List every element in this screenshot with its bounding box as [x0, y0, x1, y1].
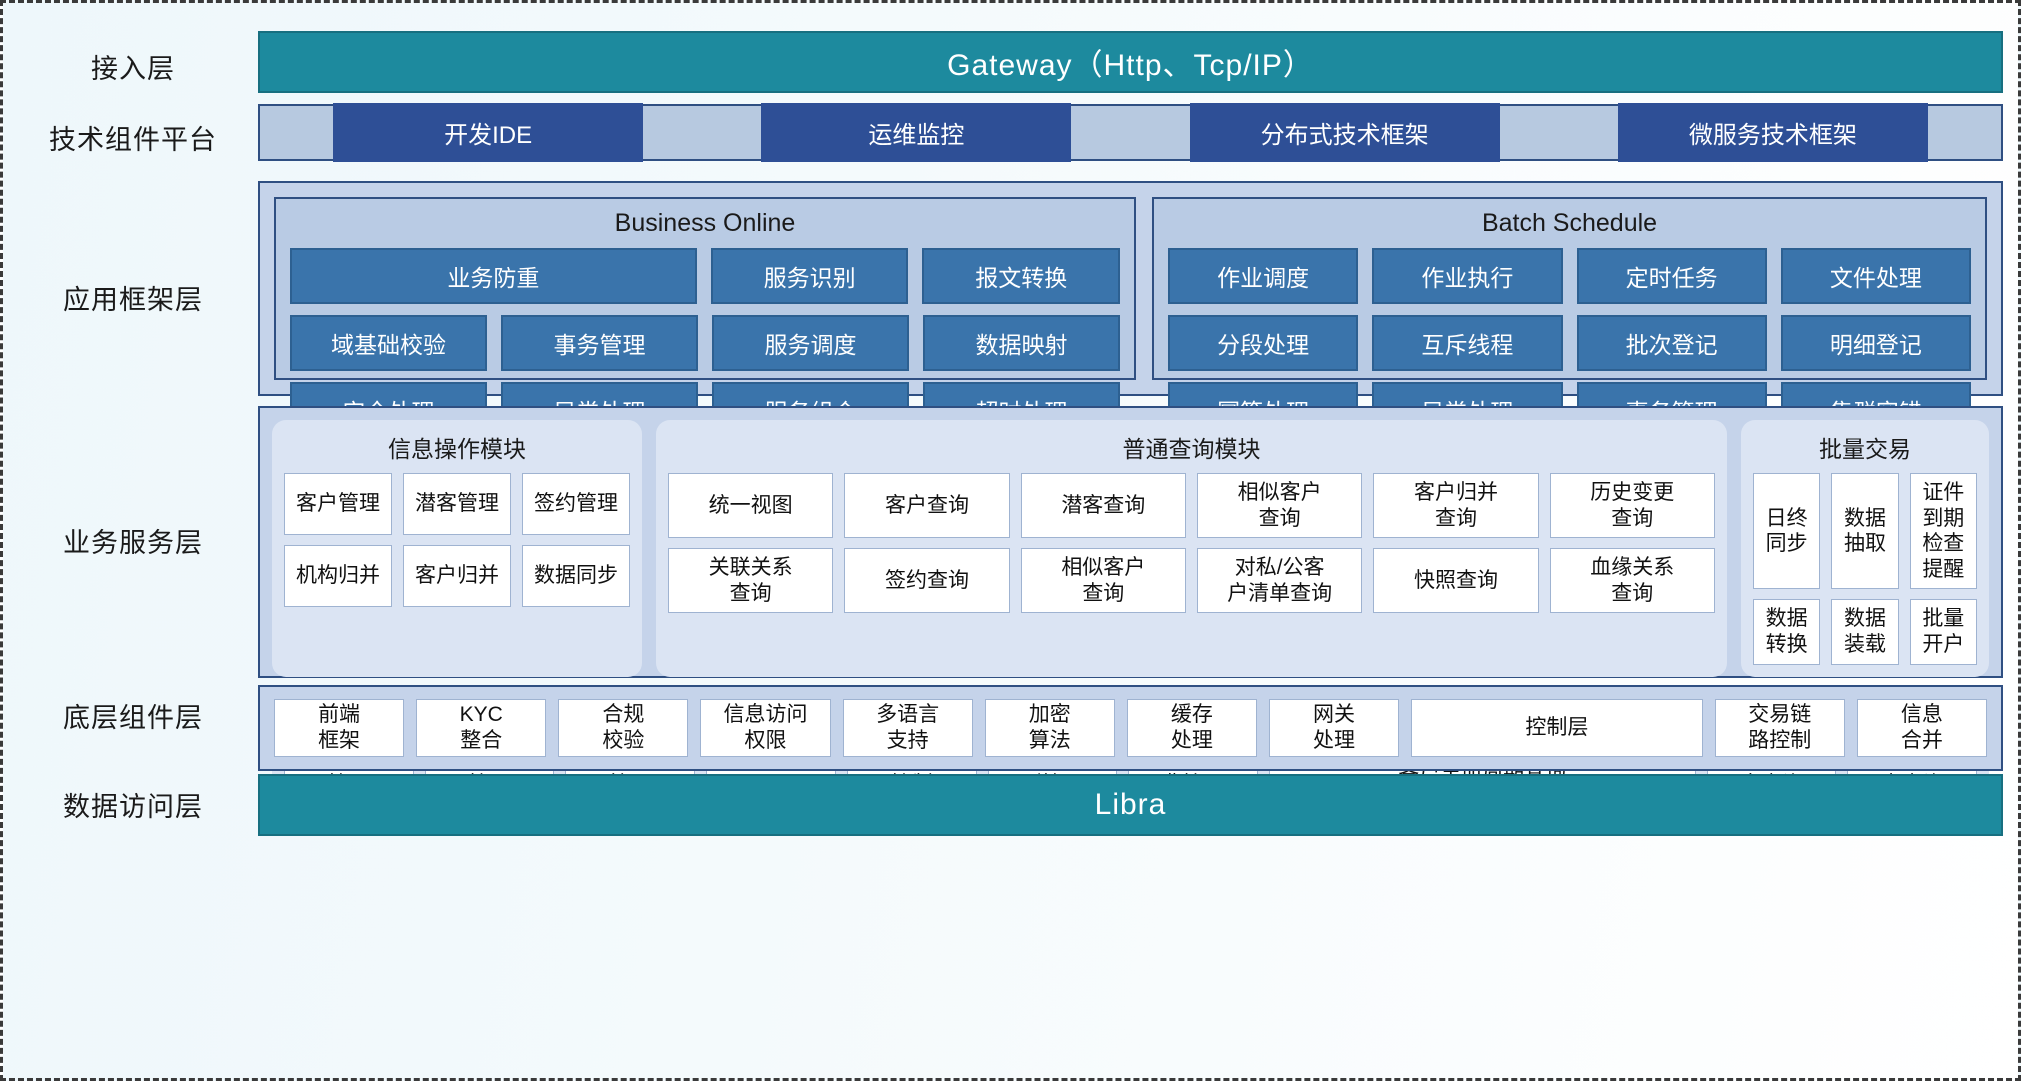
business-service-top-row: 信息操作模块 客户管理 潜客管理 签约管理 机构归并 客户归并 数据同步: [272, 420, 1989, 677]
cell-encryption-algorithm[interactable]: 加密 算法: [984, 699, 1115, 757]
query-module-title: 普通查询模块: [1122, 436, 1261, 462]
layer-label-bottom-comp: 底层组件层: [63, 703, 203, 733]
batch-tx-row-2: 数据 转换 数据 装载 批量 开户: [1753, 599, 1977, 665]
cell-customer-query[interactable]: 客户查询: [844, 473, 1010, 539]
query-module-row-2: 关联关系 查询 签约查询 相似客户 查询 对私/公客 户清单查询 快照查询 血缘…: [668, 548, 1715, 614]
cell-unified-view[interactable]: 统一视图: [668, 473, 834, 539]
tech-chip-row: 开发IDE 运维监控 分布式技术框架 微服务技术框架: [260, 103, 2001, 162]
cell-similar-customer-query-2[interactable]: 相似客户 查询: [1020, 548, 1186, 614]
layer-label-tech-platform: 技术组件平台: [49, 125, 217, 155]
batch-schedule-title: Batch Schedule: [1481, 209, 1658, 237]
cell-contract-query[interactable]: 签约查询: [844, 548, 1010, 614]
layer-label-access: 接入层: [91, 54, 175, 84]
cell-relation-query[interactable]: 关联关系 查询: [668, 548, 834, 614]
cell-customer-merge[interactable]: 客户归并: [403, 545, 511, 607]
cell-contract-mgmt[interactable]: 签约管理: [522, 473, 630, 535]
layer-label-app-framework: 应用框架层: [63, 285, 203, 315]
batch-tx-title: 批量交易: [1819, 436, 1911, 462]
tech-chip-microservice[interactable]: 微服务技术框架: [1617, 103, 1928, 162]
batch-schedule-group: Batch Schedule 作业调度 作业执行 定时任务 文件处理 分段处理 …: [1152, 197, 1987, 438]
layer-label-business: 业务服务层: [63, 528, 203, 558]
gateway-label: Gateway（Http、Tcp/IP）: [947, 49, 1314, 82]
af-chip-job-schedule[interactable]: 作业调度: [1168, 248, 1359, 304]
business-online-title: Business Online: [614, 209, 796, 237]
cell-data-sync[interactable]: 数据同步: [522, 545, 630, 607]
cell-data-transform[interactable]: 数据 转换: [1753, 599, 1821, 665]
cell-compliance-check[interactable]: 合规 校验: [558, 699, 689, 757]
cell-info-merge[interactable]: 信息 合并: [1856, 699, 1987, 757]
cell-org-merge[interactable]: 机构归并: [284, 545, 392, 607]
cell-batch-open-account[interactable]: 批量 开户: [1909, 599, 1977, 665]
af-chip-domain-validate[interactable]: 域基础校验: [290, 315, 487, 371]
batch-transaction-module: 批量交易 日终 同步 数据 抽取 证件到期 检查提醒 数据 转换 数据 装载 批…: [1741, 420, 1989, 677]
cell-history-change-query[interactable]: 历史变更 查询: [1549, 473, 1715, 539]
cell-snapshot-query[interactable]: 快照查询: [1373, 548, 1539, 614]
business-online-group: Business Online 业务防重 服务识别 报文转换 域基础校验 事务管…: [274, 197, 1136, 438]
cell-control-layer[interactable]: 控制层: [1411, 699, 1703, 757]
business-online-row-2: 域基础校验 事务管理 服务调度 数据映射: [290, 315, 1120, 371]
tech-chip-distributed[interactable]: 分布式技术框架: [1189, 103, 1500, 162]
af-chip-business-dedup[interactable]: 业务防重: [290, 248, 697, 304]
tech-platform-band: 开发IDE 运维监控 分布式技术框架 微服务技术框架: [258, 103, 2003, 162]
cell-kyc-integration[interactable]: KYC 整合: [416, 699, 547, 757]
cell-private-corporate-list-query[interactable]: 对私/公客 户清单查询: [1196, 548, 1363, 614]
info-module-rows: 客户管理 潜客管理 签约管理 机构归并 客户归并 数据同步: [284, 473, 630, 607]
cell-cache-processing[interactable]: 缓存 处理: [1126, 699, 1257, 757]
tech-chip-ops[interactable]: 运维监控: [761, 103, 1072, 162]
tech-chip-ide[interactable]: 开发IDE: [333, 103, 644, 162]
af-chip-service-schedule[interactable]: 服务调度: [712, 315, 909, 371]
cell-eod-sync[interactable]: 日终 同步: [1753, 473, 1821, 590]
common-query-module: 普通查询模块 统一视图 客户查询 潜客查询 相似客户 查询 客户归并 查询 历史…: [656, 420, 1727, 677]
batch-tx-rows: 日终 同步 数据 抽取 证件到期 检查提醒 数据 转换 数据 装载 批量 开户: [1753, 473, 1977, 665]
af-chip-service-identify[interactable]: 服务识别: [710, 248, 909, 304]
query-module-row-1: 统一视图 客户查询 潜客查询 相似客户 查询 客户归并 查询 历史变更 查询: [668, 473, 1715, 539]
cell-lineage-query[interactable]: 血缘关系 查询: [1549, 548, 1715, 614]
query-module-rows: 统一视图 客户查询 潜客查询 相似客户 查询 客户归并 查询 历史变更 查询 关…: [668, 473, 1715, 614]
cell-similar-customer-query[interactable]: 相似客户 查询: [1196, 473, 1363, 539]
bottom-component-row: 前端 框架 KYC 整合 合规 校验 信息访问 权限 多语言 支持 加密 算法 …: [260, 687, 2001, 769]
gateway-banner: Gateway（Http、Tcp/IP）: [258, 31, 2003, 93]
af-chip-data-mapping[interactable]: 数据映射: [923, 315, 1120, 371]
af-chip-timed-task[interactable]: 定时任务: [1576, 248, 1767, 304]
batch-schedule-row-2: 分段处理 互斥线程 批次登记 明细登记: [1168, 315, 1971, 371]
data-access-banner: Libra: [258, 774, 2003, 836]
batch-schedule-row-1: 作业调度 作业执行 定时任务 文件处理: [1168, 248, 1971, 304]
cell-info-access-permission[interactable]: 信息访问 权限: [700, 699, 831, 757]
info-module-row-1: 客户管理 潜客管理 签约管理: [284, 473, 630, 535]
af-chip-transaction-mgmt[interactable]: 事务管理: [501, 315, 698, 371]
af-chip-segment-process[interactable]: 分段处理: [1168, 315, 1359, 371]
info-module-row-2: 机构归并 客户归并 数据同步: [284, 545, 630, 607]
cell-prospect-query[interactable]: 潜客查询: [1020, 473, 1186, 539]
libra-label: Libra: [1094, 788, 1167, 821]
cell-frontend-framework[interactable]: 前端 框架: [274, 699, 405, 757]
cell-data-load[interactable]: 数据 装载: [1831, 599, 1899, 665]
af-chip-detail-register[interactable]: 明细登记: [1780, 315, 1971, 371]
cell-customer-merge-query[interactable]: 客户归并 查询: [1373, 473, 1539, 539]
af-chip-file-process[interactable]: 文件处理: [1780, 248, 1971, 304]
af-chip-message-convert[interactable]: 报文转换: [922, 248, 1120, 304]
cell-gateway-processing[interactable]: 网关 处理: [1268, 699, 1400, 757]
cell-customer-mgmt[interactable]: 客户管理: [284, 473, 392, 535]
af-chip-mutex-thread[interactable]: 互斥线程: [1372, 315, 1563, 371]
info-module-title: 信息操作模块: [388, 436, 526, 462]
business-service-band: 信息操作模块 客户管理 潜客管理 签约管理 机构归并 客户归并 数据同步: [258, 406, 2003, 817]
af-chip-batch-register[interactable]: 批次登记: [1576, 315, 1767, 371]
cell-multilanguage-support[interactable]: 多语言 支持: [842, 699, 973, 757]
business-online-row-1: 业务防重 服务识别 报文转换: [290, 248, 1120, 304]
cell-transaction-chain-control[interactable]: 交易链 路控制: [1714, 699, 1845, 757]
cell-data-extract[interactable]: 数据 抽取: [1831, 473, 1899, 590]
layer-label-data-access: 数据访问层: [63, 792, 203, 822]
app-framework-band: Business Online 业务防重 服务识别 报文转换 域基础校验 事务管…: [258, 181, 2003, 438]
bottom-component-band: 前端 框架 KYC 整合 合规 校验 信息访问 权限 多语言 支持 加密 算法 …: [258, 685, 2003, 771]
batch-tx-row-1: 日终 同步 数据 抽取 证件到期 检查提醒: [1753, 473, 1977, 590]
cell-id-expiry-remind[interactable]: 证件到期 检查提醒: [1909, 473, 1977, 590]
af-chip-job-execute[interactable]: 作业执行: [1372, 248, 1563, 304]
info-operation-module: 信息操作模块 客户管理 潜客管理 签约管理 机构归并 客户归并 数据同步: [272, 420, 642, 677]
cell-prospect-mgmt[interactable]: 潜客管理: [403, 473, 511, 535]
